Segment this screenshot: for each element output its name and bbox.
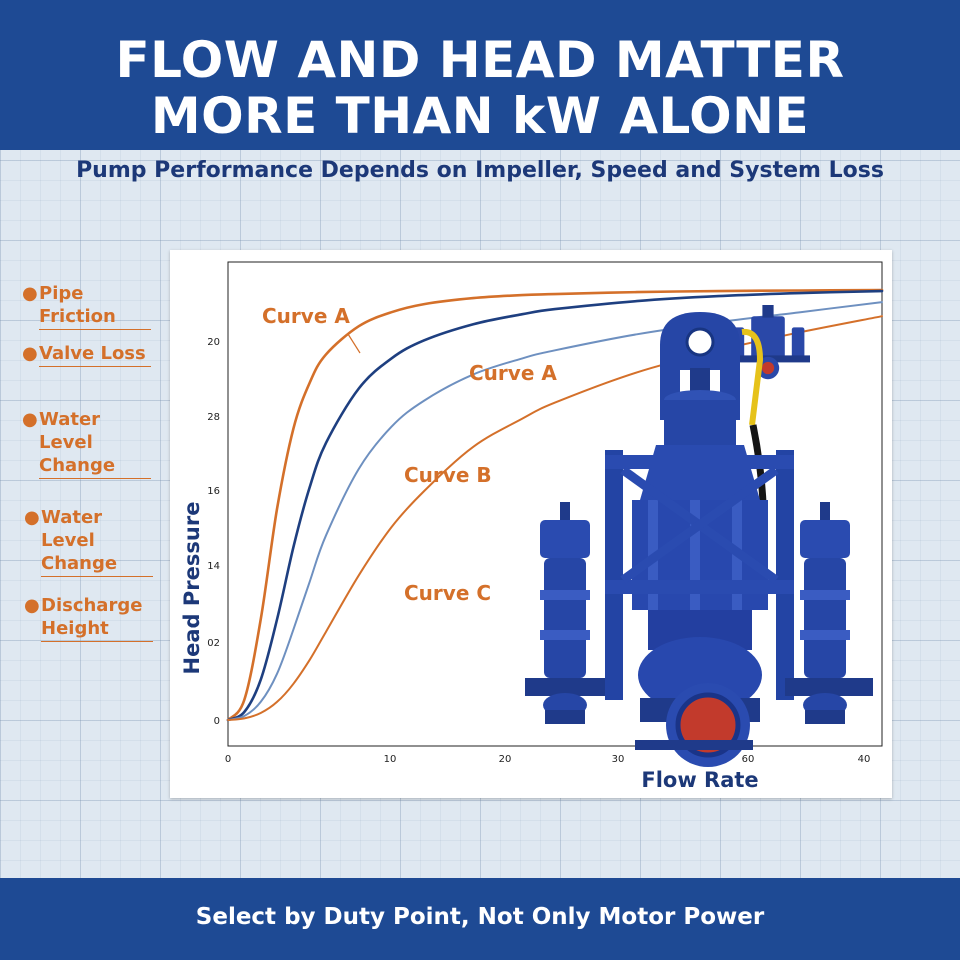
bullet-icon: ● xyxy=(22,283,38,304)
bullet-icon: ● xyxy=(22,409,38,430)
x-tick-label: 20 xyxy=(499,754,512,765)
x-tick-label: 40 xyxy=(858,754,871,765)
factor-label: Water Level Change xyxy=(39,408,151,479)
factor-item: ● Water Level Change xyxy=(22,408,162,479)
x-tick-labels: 0 10 20 30 60 40 xyxy=(225,754,871,765)
header-banner: FLOW AND HEAD MATTER MORE THAN kW ALONE xyxy=(0,0,960,150)
chart-panel: 0 02 14 16 28 20 0 10 20 30 60 40 Flow Rate Head P… xyxy=(170,250,892,798)
y-tick-label: 02 xyxy=(207,638,220,649)
series-label-leader xyxy=(347,333,361,354)
y-tick-label: 28 xyxy=(207,412,220,423)
bullet-icon: ● xyxy=(24,507,40,528)
y-tick-label: 20 xyxy=(207,337,220,348)
x-tick-label: 0 xyxy=(225,754,231,765)
bullet-icon: ● xyxy=(22,343,38,364)
page-subtitle: Pump Performance Depends on Impeller, Sp… xyxy=(76,158,884,183)
factor-label: Water Level Change xyxy=(41,506,153,577)
curve-line-1 xyxy=(226,289,884,722)
factor-label: Discharge Height xyxy=(41,594,153,642)
series-label-curve-c: Curve C xyxy=(404,581,491,605)
y-tick-label: 0 xyxy=(214,716,220,727)
y-axis-label: Head Pressure xyxy=(180,502,204,675)
factor-item: ● Water Level Change xyxy=(24,506,164,577)
x-tick-label: 10 xyxy=(384,754,397,765)
submersible-pump-icon xyxy=(525,305,873,767)
title-line-1: FLOW AND HEAD MATTER xyxy=(115,31,845,89)
series-label-curve-b: Curve B xyxy=(404,463,492,487)
factor-item: ● Valve Loss xyxy=(22,342,162,367)
page-title: FLOW AND HEAD MATTER MORE THAN kW ALONE xyxy=(0,0,960,144)
y-tick-labels: 0 02 14 16 28 20 xyxy=(207,337,220,727)
series-label-curve-a-2: Curve A xyxy=(469,361,557,385)
title-line-2: MORE THAN kW ALONE xyxy=(150,87,810,145)
factor-label: Valve Loss xyxy=(39,342,151,367)
y-tick-label: 14 xyxy=(207,561,220,572)
y-tick-label: 16 xyxy=(207,486,220,497)
plot-frame xyxy=(227,261,883,747)
footer-banner: Select by Duty Point, Not Only Motor Pow… xyxy=(0,878,960,960)
factor-item: ● Pipe Friction xyxy=(22,282,162,330)
series-label-curve-a: Curve A xyxy=(262,304,350,328)
x-axis-label: Flow Rate xyxy=(641,768,758,792)
curve-lines xyxy=(226,288,884,722)
x-tick-label: 30 xyxy=(612,754,625,765)
x-tick-label: 60 xyxy=(742,754,755,765)
pump-curve-chart: 0 02 14 16 28 20 0 10 20 30 60 40 Flow Rate Head P… xyxy=(180,261,884,792)
curve-line-0 xyxy=(226,288,884,722)
factor-label: Pipe Friction xyxy=(39,282,151,330)
bullet-icon: ● xyxy=(24,595,40,616)
factor-item: ● Discharge Height xyxy=(24,594,164,642)
